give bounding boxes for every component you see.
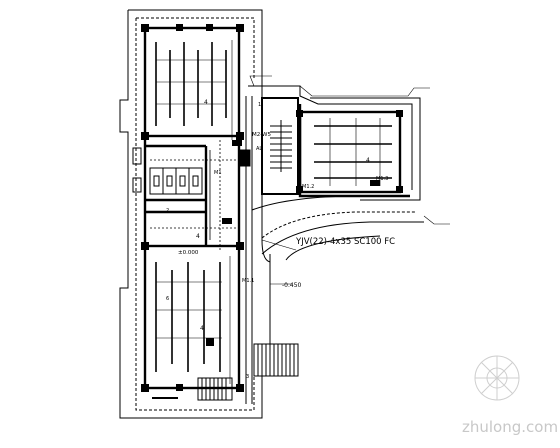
light-fixtures-right-room	[314, 125, 392, 179]
tag-m11: M1.1	[242, 278, 254, 284]
circuit-number: 4	[366, 157, 370, 164]
feeder-cable-label: YJV(22)-4x35 SC100 FC	[295, 237, 395, 247]
wiring-top-room	[156, 40, 233, 140]
tag-m13: M1.3	[376, 176, 388, 182]
corridor-wiring	[150, 140, 236, 250]
wiring-bottom-room	[156, 256, 231, 384]
level-main-label: ±0.000	[178, 250, 199, 256]
circuit-number: 4	[196, 233, 200, 240]
tag-al: AL	[256, 146, 262, 152]
wiring-right-room	[329, 118, 381, 186]
light-fixtures-bottom-room	[155, 262, 221, 372]
curved-corridor	[251, 195, 424, 352]
right-wing-outline	[262, 85, 421, 201]
distribution-boxes	[206, 140, 380, 346]
structural-columns	[141, 24, 403, 392]
tag-m1-a: M1	[214, 170, 222, 176]
circuit-number: 6	[166, 296, 169, 302]
outdoor-steps	[253, 343, 299, 377]
annotation-leaders	[249, 75, 450, 285]
zhulong-logo-icon	[474, 355, 520, 401]
bottom-entrance	[152, 377, 233, 401]
building-outline	[119, 9, 263, 419]
circuit-number: 4	[200, 325, 204, 332]
watermark-brand: zhulong.com	[462, 418, 558, 436]
tag-m12: M1.2	[302, 184, 314, 190]
light-fixtures-top-room	[155, 42, 227, 126]
toilet-stalls	[132, 147, 203, 195]
distribution-box-tag: M2-W5	[252, 132, 271, 138]
stair-block	[261, 97, 299, 195]
circuit-number: 3	[246, 374, 249, 380]
circuit-number: 2	[166, 208, 169, 214]
circuit-number: 1	[258, 102, 261, 108]
left-wing-walls	[143, 26, 241, 390]
level-outdoor-label: -0.450	[282, 282, 302, 289]
circuit-number: 4	[204, 99, 208, 106]
